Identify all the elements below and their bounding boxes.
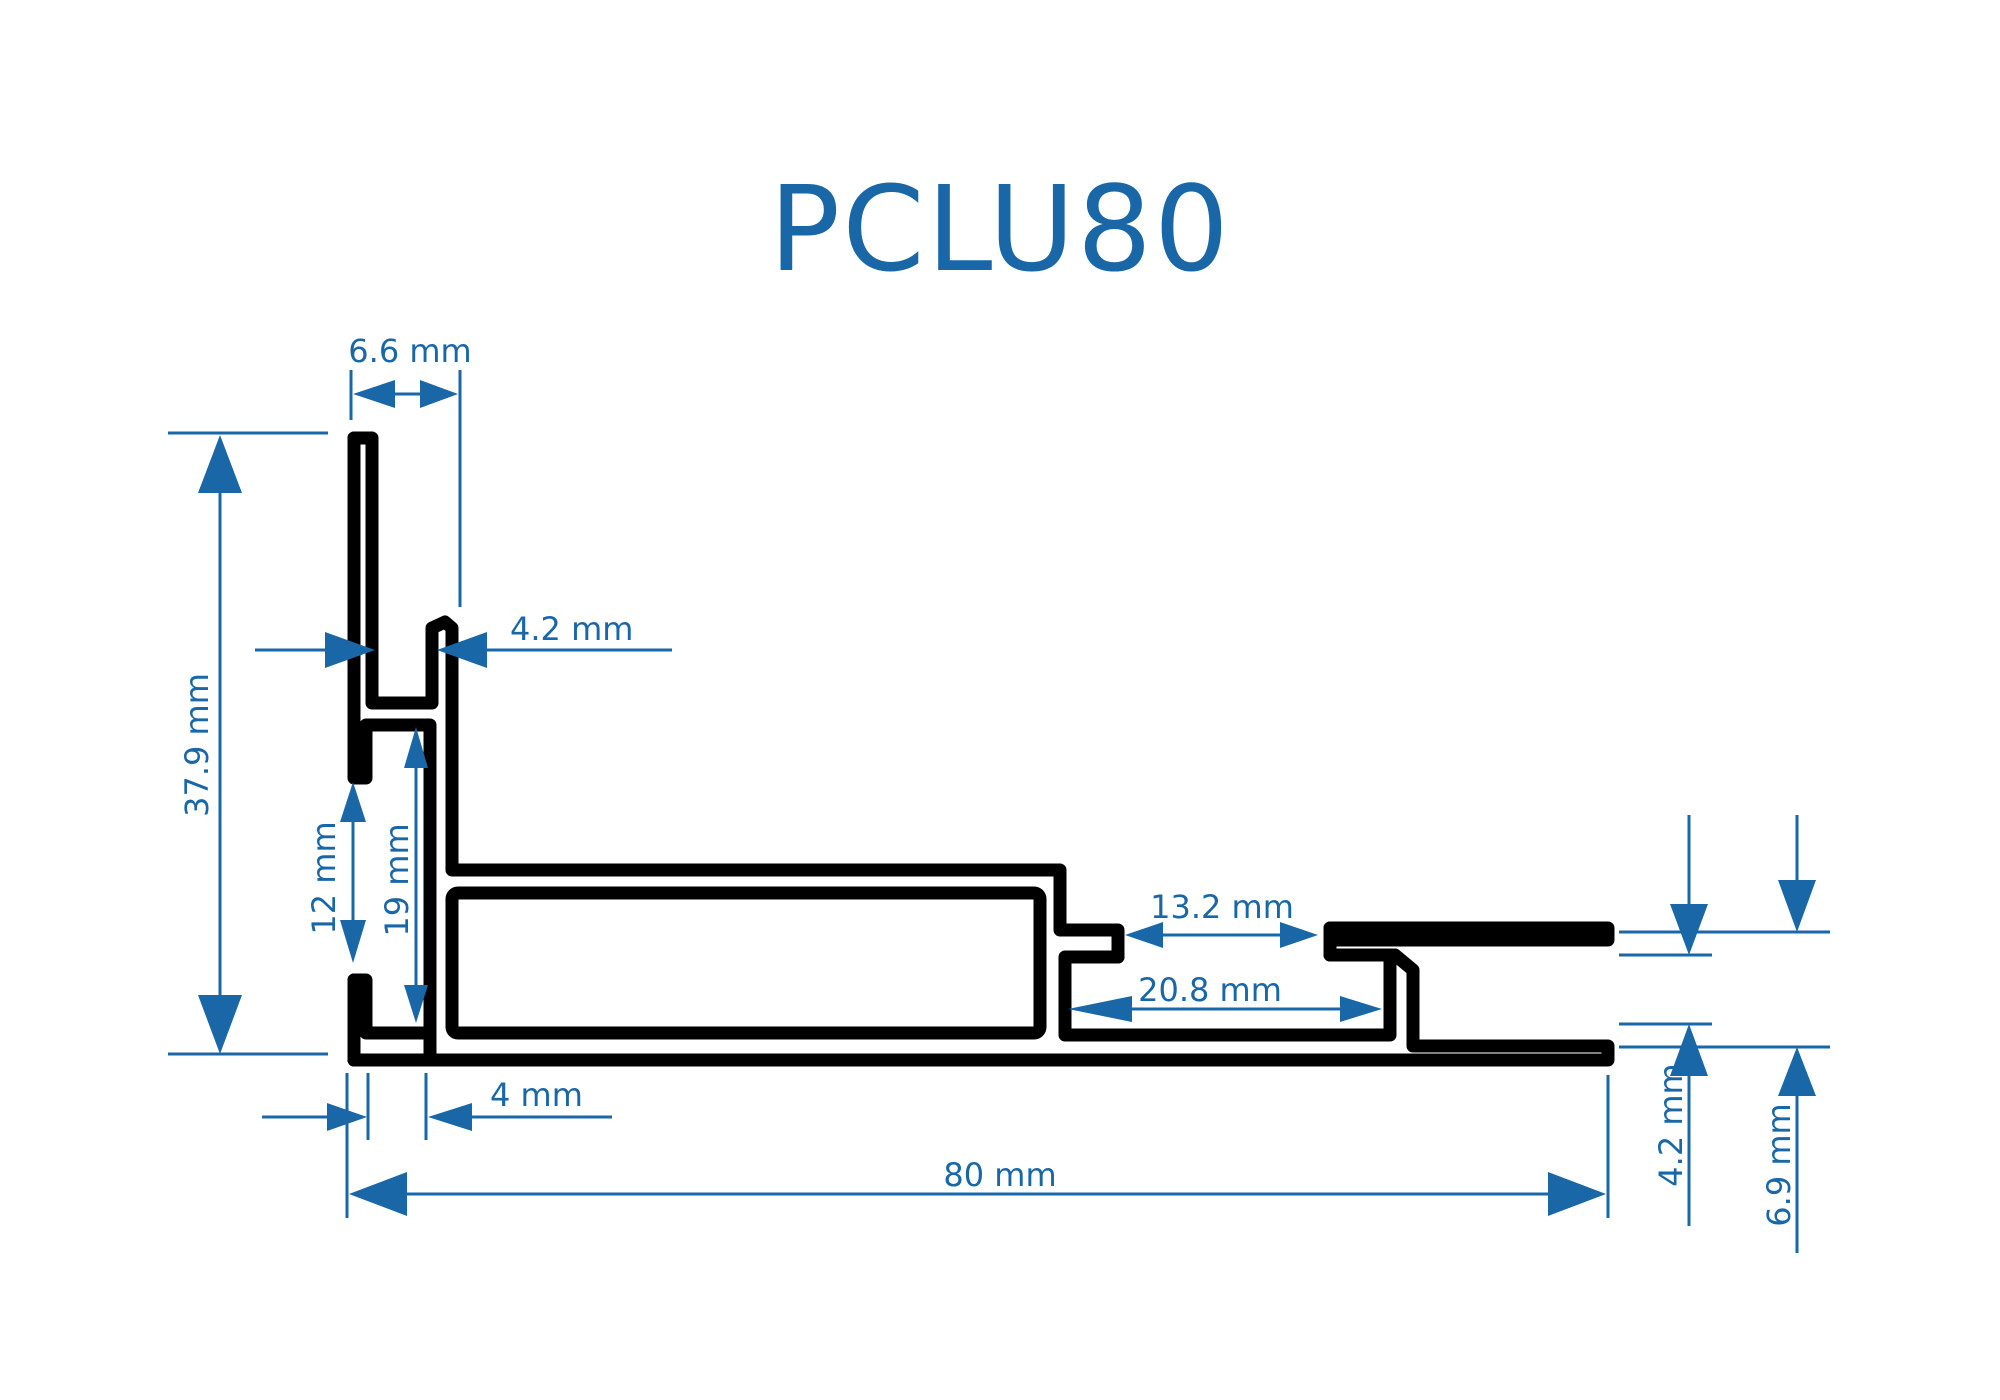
dim-wall-thickness: 4 mm	[262, 1073, 612, 1140]
dim-overall-width: 80 mm	[345, 1075, 1610, 1218]
dim-flange-height: 6.9 mm	[1712, 815, 1830, 1253]
arrow-down	[1670, 904, 1708, 955]
arrow-left	[437, 632, 487, 668]
arrow-down	[340, 920, 366, 963]
dim-channel-width: 20.8 mm	[1068, 971, 1382, 1022]
profile-left-leg-inner	[347, 431, 1125, 964]
dim-inner-height: 19 mm	[378, 727, 428, 1023]
profile-lower-channel	[1058, 948, 1397, 1042]
dim-top-width: 6.6 mm	[348, 332, 472, 607]
arrow-up	[1778, 1047, 1816, 1096]
arrow-down	[198, 995, 242, 1054]
profile-hollow-chamber	[445, 886, 1047, 1040]
arrow-left	[353, 380, 395, 408]
dim-lower-gap: 12 mm	[305, 782, 366, 963]
profile-outline	[347, 431, 1615, 1067]
arrow-up	[198, 435, 242, 493]
dim-label-channel-width: 20.8 mm	[1138, 971, 1282, 1009]
arrow-right	[327, 1103, 367, 1131]
dim-label-wall-thickness: 4 mm	[490, 1076, 583, 1114]
arrow-right	[1340, 996, 1382, 1022]
arrow-right	[1548, 1172, 1606, 1216]
arrow-left	[1068, 996, 1132, 1022]
dim-label-total-height: 37.9 mm	[178, 673, 216, 817]
arrow-down	[1778, 880, 1816, 932]
dim-label-flange-height: 6.9 mm	[1760, 1103, 1798, 1226]
dim-label-flange-gap: 4.2 mm	[1652, 1063, 1690, 1186]
arrow-left	[349, 1172, 407, 1216]
dim-label-inner-height: 19 mm	[378, 823, 416, 936]
dim-total-height: 37.9 mm	[168, 431, 328, 1056]
dim-label-channel-opening: 13.2 mm	[1150, 888, 1294, 926]
dim-slot-gap: 4.2 mm	[255, 610, 672, 668]
arrow-right	[1280, 922, 1318, 948]
dim-label-top-width: 6.6 mm	[348, 332, 471, 370]
arrow-up	[1670, 1024, 1708, 1076]
dim-channel-opening: 13.2 mm	[1125, 888, 1318, 948]
dim-flange-gap: 4.2 mm	[1619, 815, 1712, 1226]
dim-label-overall-width: 80 mm	[943, 1156, 1056, 1194]
drawing-title: PCLU80	[769, 160, 1231, 298]
arrow-right	[325, 632, 375, 668]
arrow-up	[404, 727, 428, 768]
arrow-up	[340, 782, 366, 822]
arrow-left	[428, 1103, 472, 1131]
profile-bottom-base	[347, 921, 1615, 1067]
arrow-down	[404, 985, 428, 1023]
dim-label-slot-gap: 4.2 mm	[510, 610, 633, 648]
arrow-right	[420, 380, 458, 408]
dim-label-lower-gap: 12 mm	[305, 821, 343, 934]
arrow-left	[1125, 922, 1163, 948]
